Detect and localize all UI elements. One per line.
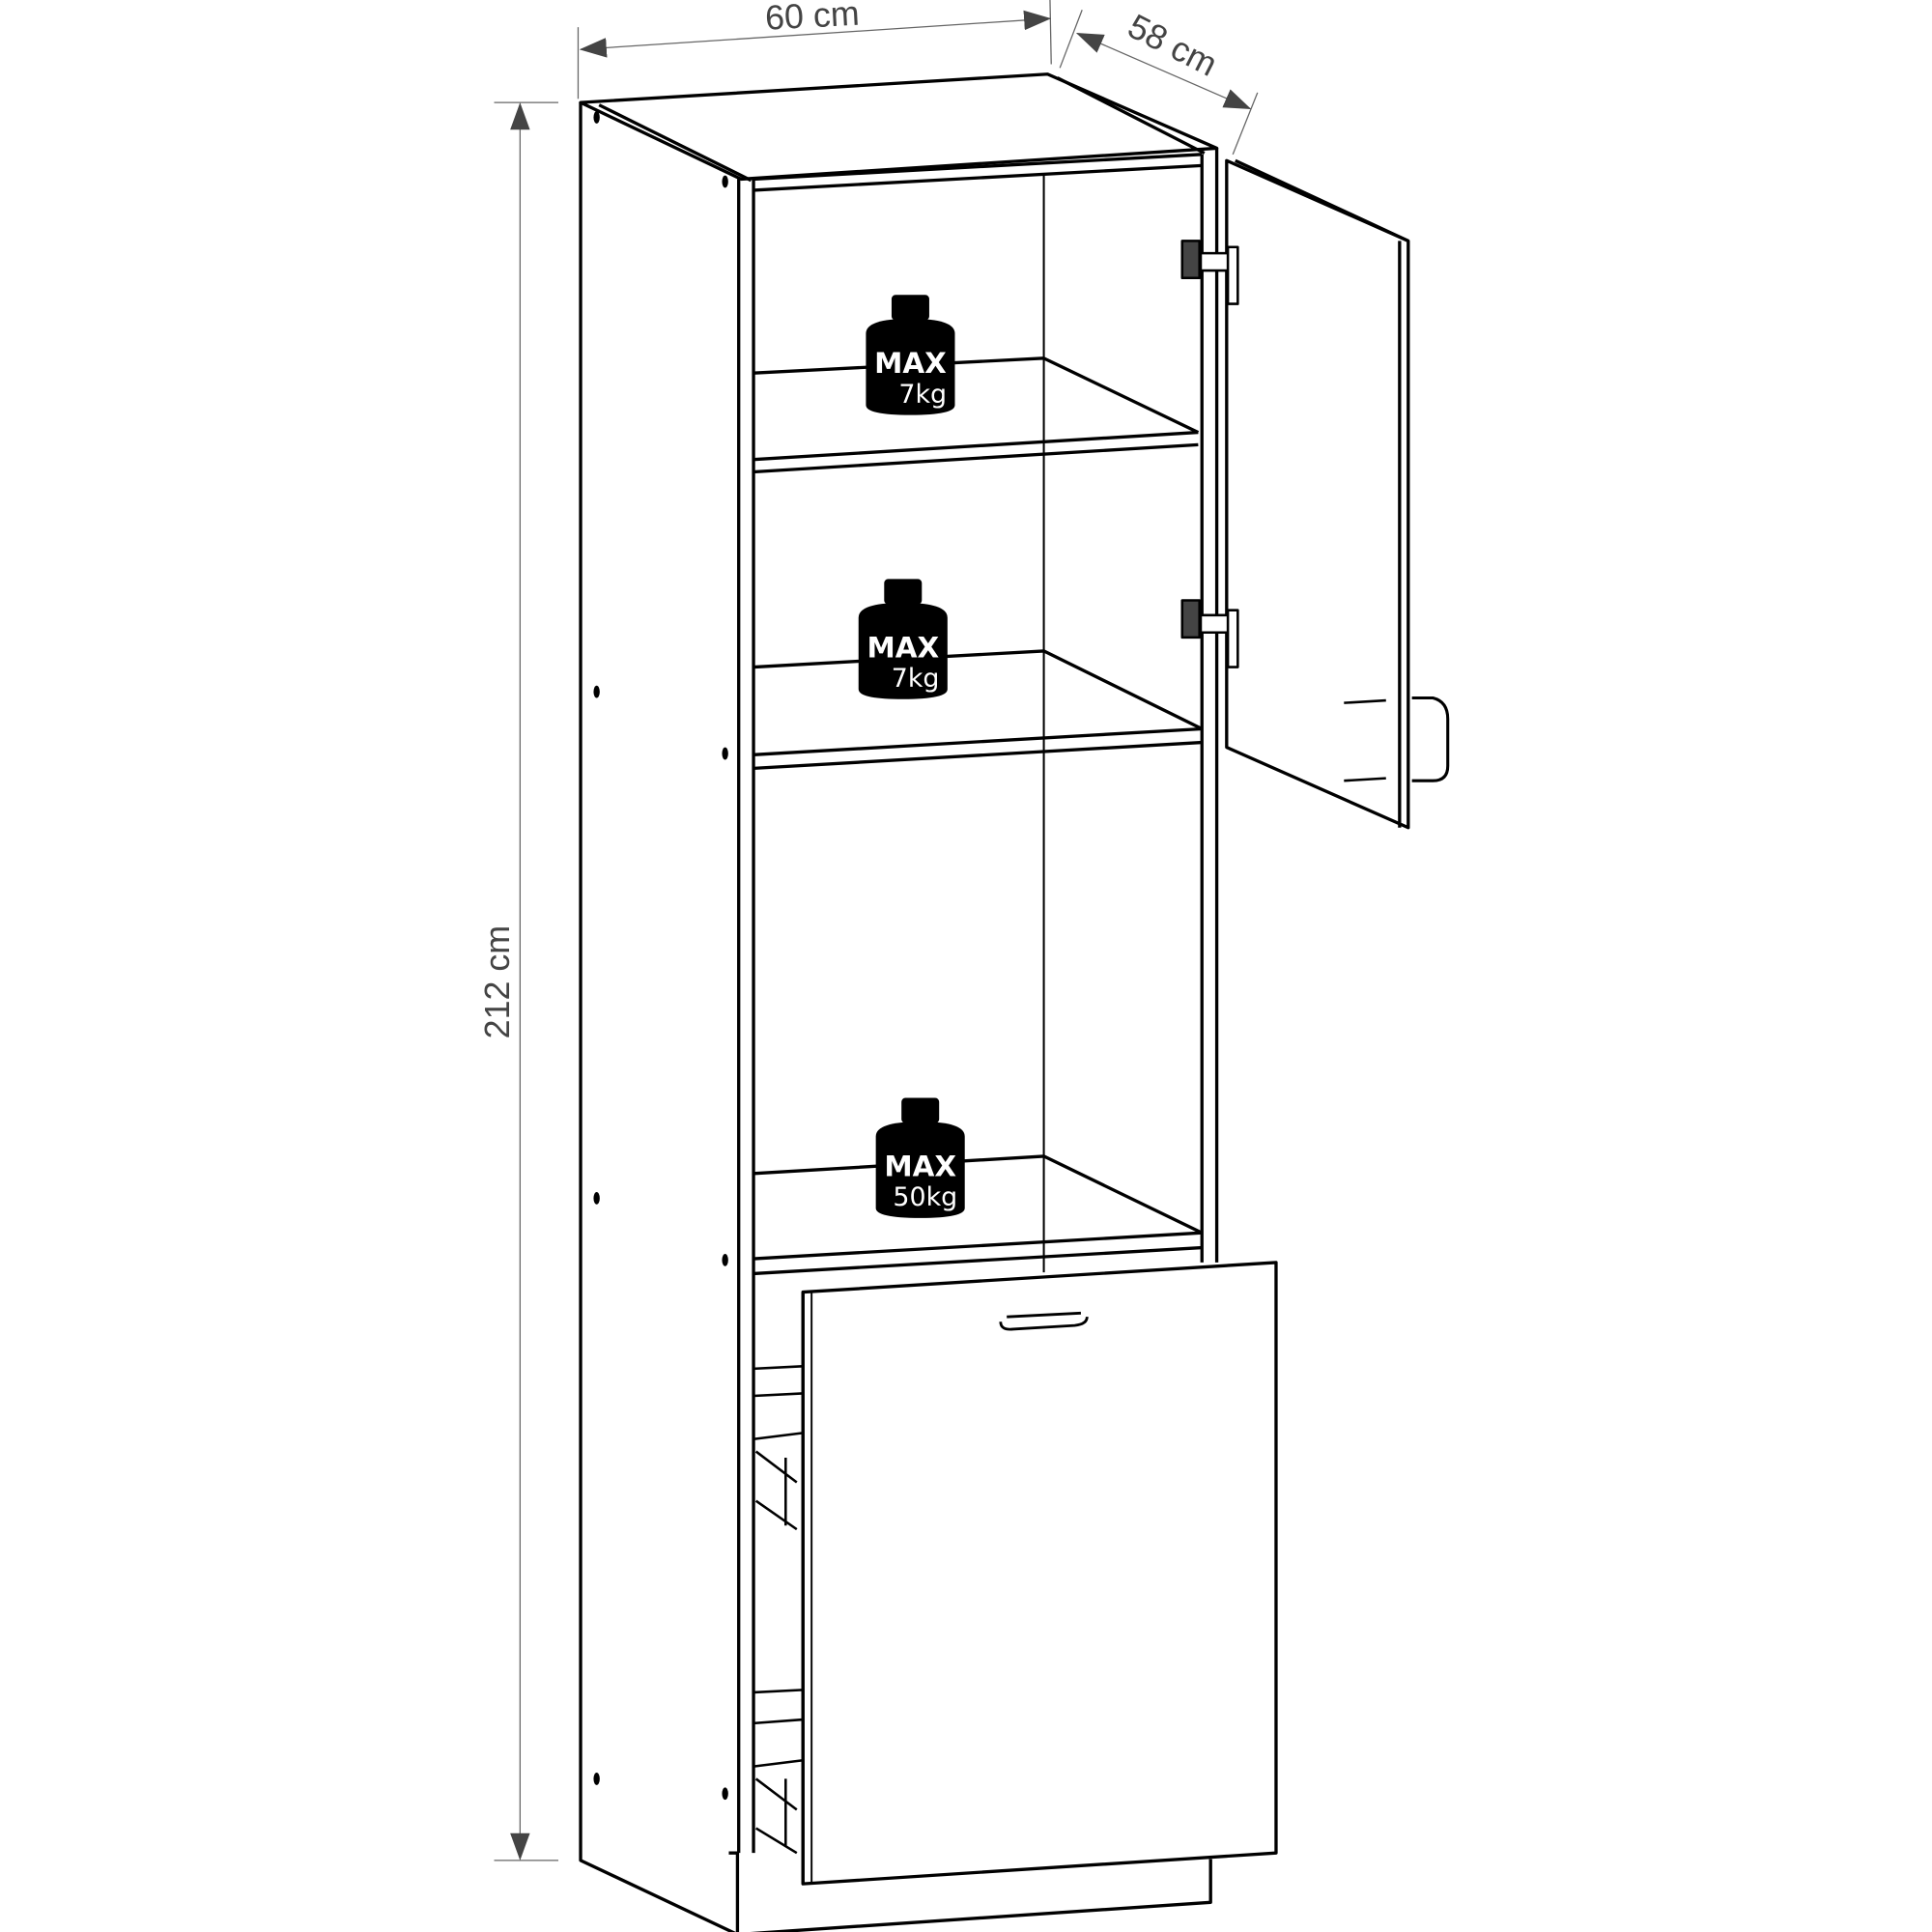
hinge-top: [1180, 240, 1239, 305]
door-handle[interactable]: [1411, 696, 1450, 782]
height-label: 212 cm: [478, 925, 517, 1038]
depth-label: 58 cm: [1122, 7, 1223, 84]
svg-text:MAX: MAX: [874, 347, 947, 380]
shelf-1-top: [753, 356, 1200, 435]
handle-screws: [1344, 698, 1386, 782]
svg-text:MAX: MAX: [884, 1150, 956, 1182]
drawer-front[interactable]: [801, 1261, 1278, 1886]
cabinet-carcass: [579, 72, 1219, 1932]
weight-icon-shelf-2: MAX 7kg: [858, 577, 948, 699]
shelf-2-top: [753, 649, 1203, 730]
svg-text:7kg: 7kg: [892, 664, 940, 694]
width-dimension: 60 cm: [577, 0, 1052, 99]
cabinet-door[interactable]: [1225, 158, 1450, 830]
hinge-bottom: [1180, 599, 1239, 668]
svg-text:MAX: MAX: [867, 631, 939, 664]
height-dimension: 212 cm: [478, 101, 559, 1861]
drawer-handle[interactable]: [999, 1311, 1089, 1331]
pullout-basket: [753, 1365, 804, 1855]
svg-text:50kg: 50kg: [893, 1182, 957, 1212]
weight-icon-shelf-1: MAX 7kg: [866, 293, 955, 415]
shelf-3-top: [753, 1154, 1203, 1235]
width-label: 60 cm: [764, 0, 860, 38]
depth-dimension: 58 cm: [1059, 7, 1259, 156]
weight-icon-shelf-3: MAX 50kg: [875, 1095, 965, 1218]
svg-text:7kg: 7kg: [898, 380, 947, 410]
